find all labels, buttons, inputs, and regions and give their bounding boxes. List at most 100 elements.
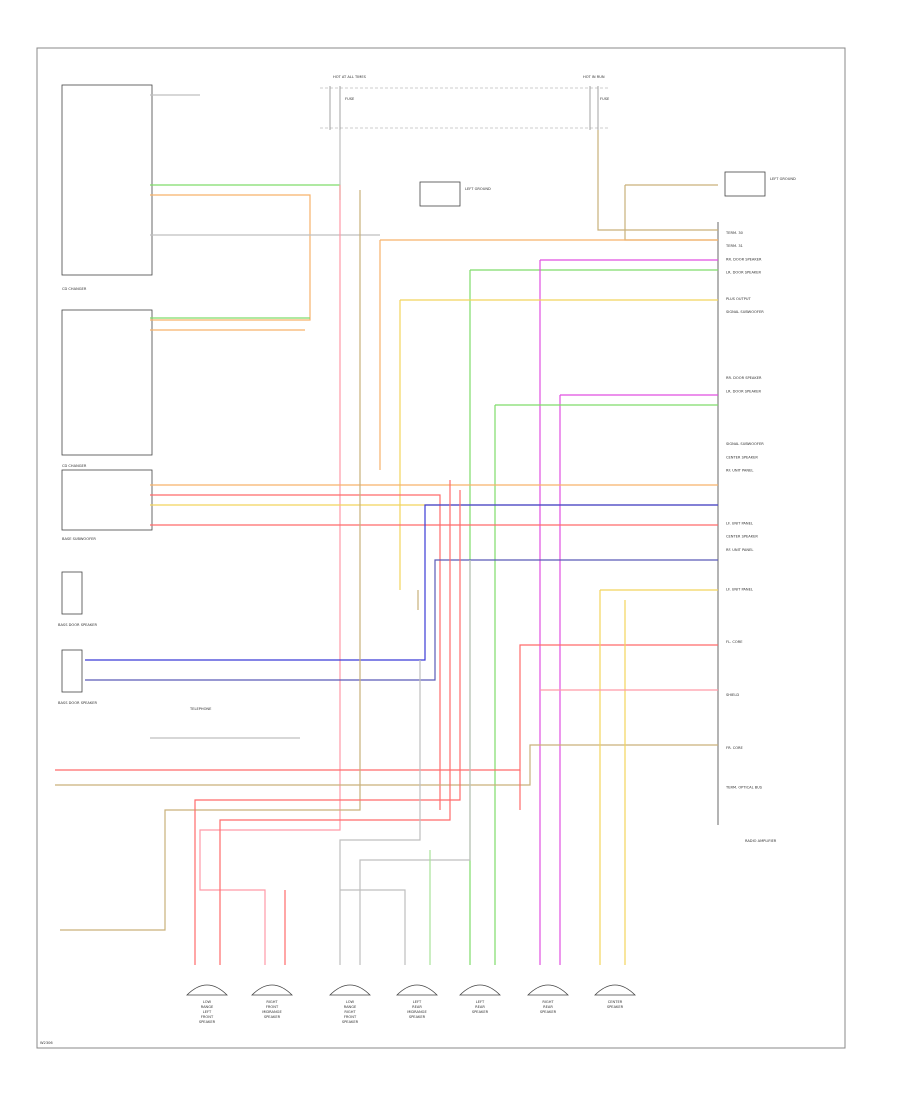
speaker-symbol [329, 984, 371, 996]
speaker-symbol [459, 984, 501, 996]
amp-pin-label: LF. UNIT PANEL [726, 521, 753, 525]
right-ground-box [724, 171, 766, 197]
amp-pin-label: LF. UNIT PANEL [726, 587, 753, 591]
amp-pin-label: CENTER SPEAKER [726, 455, 758, 459]
wire-red [150, 494, 441, 810]
telephone-label: TELEPHONE [189, 707, 212, 711]
amp-pin-label: TERM. 30 [725, 231, 744, 235]
speaker-label: LOW [346, 1000, 355, 1004]
amp-pin-label: RR. DOOR SPEAKER [726, 257, 762, 261]
speaker-label: CENTER [608, 1000, 623, 1004]
amp-pin-label: SHIELD [726, 693, 739, 697]
speaker-label: LEFT [476, 1000, 485, 1004]
speaker-label: FRONT [344, 1015, 357, 1019]
amp-pin-label: TERM. OPTICAL BUS [725, 785, 763, 789]
amp-label: RADIO AMPLIFIER [745, 839, 777, 843]
speaker-symbol [594, 984, 636, 996]
speaker-label: LOW [203, 1000, 212, 1004]
speaker-label: RANGE [201, 1005, 214, 1009]
wire-green [150, 184, 341, 200]
left-ground-label: LEFT GROUND [465, 187, 491, 191]
speaker-label: MIDRANGE [262, 1010, 282, 1014]
speaker-label: SPEAKER [607, 1005, 624, 1009]
speaker-label: RIGHT [344, 1010, 356, 1014]
speaker-label: SPEAKER [472, 1010, 489, 1014]
speaker-label: REAR [412, 1005, 422, 1009]
amp-pin-label: RF. UNIT PANEL [726, 548, 753, 552]
amp-pin-label: TERM. 31 [725, 244, 743, 248]
speaker-label: LEFT [203, 1010, 212, 1014]
speaker-symbol [186, 984, 228, 996]
wire-blue [85, 504, 718, 661]
fuse-right-title: HOT IN RUN [583, 75, 605, 79]
door-speaker-label-1: BASS DOOR SPEAKER [58, 623, 97, 627]
wire-tan [60, 190, 361, 931]
fuse-right: HOT IN RUN FUSE [583, 75, 610, 130]
subwoofer-box [61, 469, 153, 531]
speaker-label: FRONT [201, 1015, 214, 1019]
speaker-label: MIDRANGE [407, 1010, 427, 1014]
right-ground-label: LEFT GROUND [770, 177, 796, 181]
fuse-right-name: FUSE [600, 97, 610, 101]
amp-pin-label: SIGNAL SUBWOOFER [726, 442, 764, 446]
speaker-label: SPEAKER [342, 1020, 359, 1024]
speaker-label: REAR [543, 1005, 553, 1009]
speaker-label: SPEAKER [409, 1015, 426, 1019]
cd-changer-box-2 [61, 309, 153, 456]
wire-gray [340, 889, 406, 965]
speaker-label: REAR [475, 1005, 485, 1009]
speaker-label: SPEAKER [199, 1020, 216, 1024]
amp-pin-label: RF. UNIT PANEL [726, 469, 753, 473]
cd-changer-box-1 [61, 84, 153, 276]
door-speaker-box-1 [61, 571, 83, 615]
speaker-symbol [527, 984, 569, 996]
speakers: LOWRANGELEFTFRONTSPEAKERRIGHTFRONTMIDRAN… [186, 984, 636, 1024]
wire-orange [150, 194, 311, 321]
speaker-label: RANGE [344, 1005, 357, 1009]
fuse-left-title: HOT AT ALL TIMES [333, 75, 367, 79]
diagram-border [36, 47, 846, 1049]
amp-pin-label: LR. DOOR SPEAKER [726, 271, 762, 275]
speaker-label: RIGHT [542, 1000, 554, 1004]
amp-pin-label: FL. CORE [726, 640, 743, 644]
speaker-label: FRONT [266, 1005, 279, 1009]
amp-pin-label: LR. DOOR SPEAKER [726, 389, 762, 393]
wire-tan [624, 185, 718, 241]
wires [55, 94, 718, 965]
wire-navy [85, 559, 718, 681]
wire-tan [55, 744, 718, 786]
wire-pink [199, 185, 341, 965]
subwoofer-label: BASE SUBWOOFER [62, 537, 96, 541]
wire-gray [359, 560, 471, 965]
wire-red [194, 490, 461, 965]
speaker-label: LEFT [413, 1000, 422, 1004]
door-speaker-label-2: BASS DOOR SPEAKER [58, 701, 97, 705]
wire-red [219, 480, 451, 965]
fuse-left-name: FUSE [345, 97, 355, 101]
amp-pin-label: CENTER SPEAKER [726, 535, 758, 539]
amp-pin-label: RR. DOOR SPEAKER [726, 376, 762, 380]
speaker-label: SPEAKER [540, 1010, 557, 1014]
amp-pin-labels: TERM. 30 TERM. 31 RR. DOOR SPEAKER LR. DOOR… [725, 231, 764, 789]
amp-pin-label: SIGNAL SUBWOOFER [726, 310, 764, 314]
door-speaker-box-2 [61, 649, 83, 693]
amp-pin-label: FR. CORE [726, 746, 744, 750]
amp-pin-label: PLUS OUTPUT [726, 297, 751, 301]
wire-gray [339, 660, 421, 965]
speaker-symbol [396, 984, 438, 996]
cd-changer-label-1: CD CHANGER [62, 287, 87, 291]
wire-red [55, 644, 718, 771]
fuse-left: HOT AT ALL TIMES FUSE [329, 75, 367, 130]
wire-tan [597, 130, 718, 231]
figure-id: W2306 [40, 1041, 53, 1045]
left-ground-box [419, 181, 461, 207]
speaker-label: RIGHT [266, 1000, 278, 1004]
